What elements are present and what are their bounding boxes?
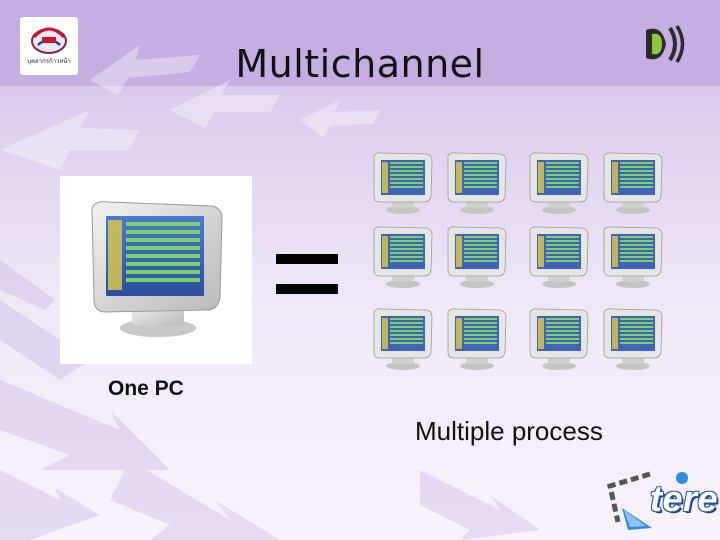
- org-logo-text: บุคลากรก้าวหน้า: [27, 58, 71, 65]
- computer-monitor-icon: [529, 152, 589, 214]
- slide-title: Multichannel: [235, 42, 485, 86]
- computer-monitor-icon: [603, 226, 663, 288]
- label-multiple-process: Multiple process: [415, 416, 603, 446]
- label-one-pc: One PC: [108, 377, 184, 400]
- tere-brand-text: tere: [650, 478, 719, 519]
- tere-brand-logo: [607, 471, 688, 530]
- computer-monitor-icon: [373, 308, 433, 370]
- computer-monitor-icon: [603, 152, 663, 214]
- title-band: [0, 0, 720, 86]
- computer-monitor-icon: [447, 308, 507, 370]
- org-logo: บุคลากรก้าวหน้า: [20, 17, 78, 75]
- computer-monitor-icon: [529, 226, 589, 288]
- equals-sign-icon: [276, 254, 338, 296]
- org-logo-emblem: บุคลากรก้าวหน้า: [27, 27, 71, 65]
- computer-monitor-icon: [603, 308, 663, 370]
- computer-monitor-icon: [447, 226, 507, 288]
- computer-monitor-icon: [529, 308, 589, 370]
- computer-monitor-icon: [91, 201, 223, 337]
- computer-monitor-icon: [447, 152, 507, 214]
- computer-monitor-icon: [373, 152, 433, 214]
- signal-wave-logo-icon: [646, 25, 685, 63]
- computer-monitor-icon: [373, 226, 433, 288]
